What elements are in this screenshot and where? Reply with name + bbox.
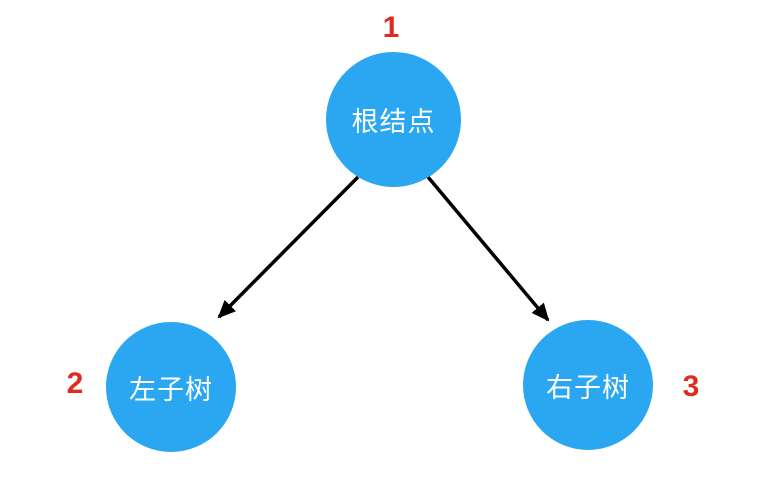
tree-node-right-subtree: 右子树	[523, 320, 653, 450]
edge-root-to-right-arrow	[426, 175, 550, 322]
tree-node-left-subtree: 左子树	[106, 322, 236, 452]
traversal-order-label-2: 2	[66, 367, 84, 400]
tree-node-left-label: 左子树	[129, 374, 213, 405]
edge-root-to-left-arrow	[217, 175, 360, 319]
traversal-order-label-3: 3	[682, 370, 700, 403]
tree-node-root-label: 根结点	[351, 107, 436, 137]
tree-node-root: 根结点	[326, 52, 461, 187]
traversal-order-label-1: 1	[382, 11, 400, 44]
tree-node-right-label: 右子树	[546, 372, 630, 403]
